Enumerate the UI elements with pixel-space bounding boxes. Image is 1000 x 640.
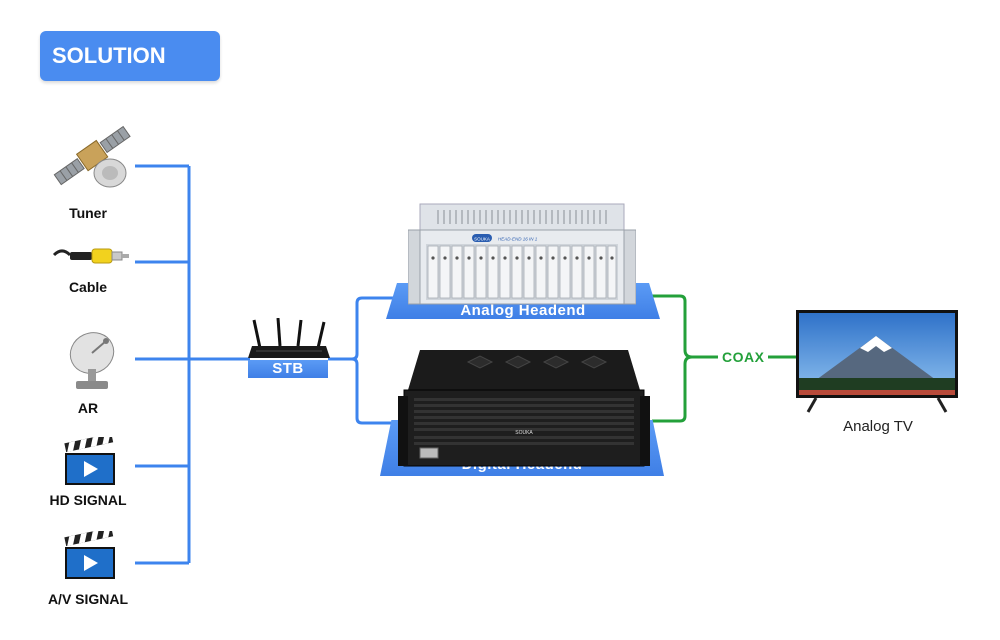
coax-label: COAX	[722, 349, 765, 365]
router-icon	[248, 318, 330, 358]
source-label-hd-signal: HD SIGNAL	[49, 492, 127, 508]
clapperboard-icon	[64, 531, 115, 579]
stb-label: STB	[272, 360, 304, 377]
analog-headend-device: SOUKA HEAD-END 16 IN 1	[408, 203, 636, 305]
rca-cable-icon	[52, 248, 129, 264]
wire-digital-to-coax	[652, 355, 693, 423]
analog-headend-brand: SOUKA	[474, 237, 490, 242]
satellite-dish-icon	[69, 332, 115, 389]
wire-stb-to-digital	[328, 357, 400, 425]
tv-label: Analog TV	[843, 418, 913, 435]
solution-badge: SOLUTION	[40, 31, 220, 81]
satellite-icon	[53, 125, 131, 188]
source-label-cable: Cable	[68, 279, 108, 295]
digital-headend-device: SOUKA	[398, 350, 650, 467]
stb-platform: STB	[248, 360, 328, 378]
tv-icon	[796, 310, 958, 413]
source-label-tuner: Tuner	[69, 205, 107, 221]
source-label-av-signal: A/V SIGNAL	[47, 591, 129, 607]
clapperboard-icon	[64, 437, 115, 485]
digital-headend-brand: SOUKA	[515, 430, 533, 436]
analog-headend-label: Analog Headend	[460, 302, 586, 319]
source-label-ar: AR	[77, 400, 99, 416]
analog-headend-panel-text: HEAD-END 16 IN 1	[498, 237, 538, 242]
